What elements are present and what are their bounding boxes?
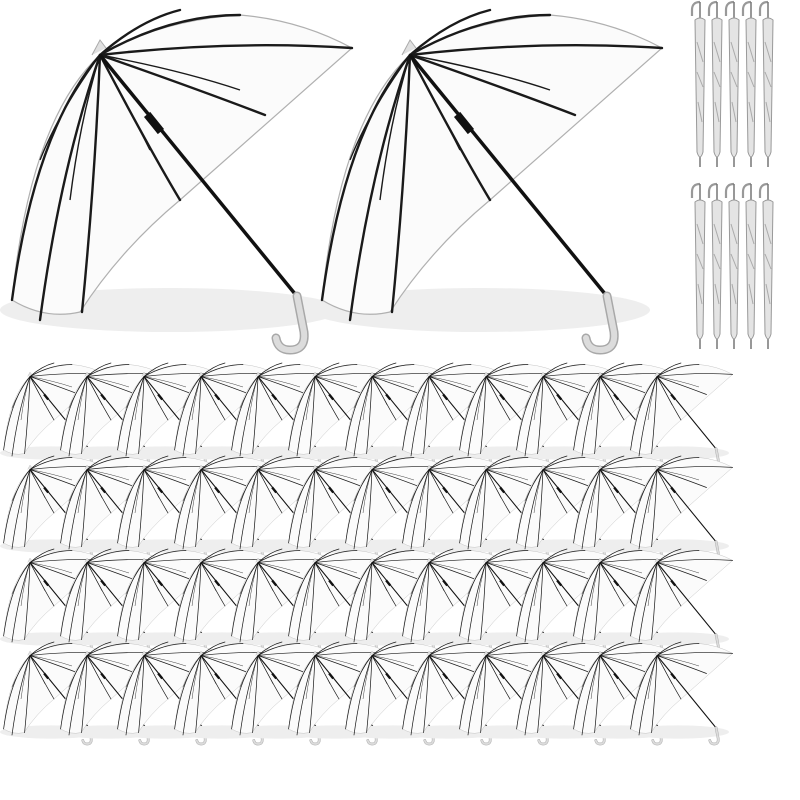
folded-umbrella [724,182,741,351]
folded-umbrella [690,0,707,169]
folded-umbrella [758,0,775,169]
folded-umbrella [758,182,775,351]
folded-umbrella [707,182,724,351]
large-umbrella [0,10,352,350]
large-umbrella [310,10,662,350]
folded-umbrella [741,182,758,351]
folded-umbrella [707,0,724,169]
folded-umbrella [741,0,758,169]
folded-umbrella [690,182,707,351]
folded-umbrella [724,0,741,169]
